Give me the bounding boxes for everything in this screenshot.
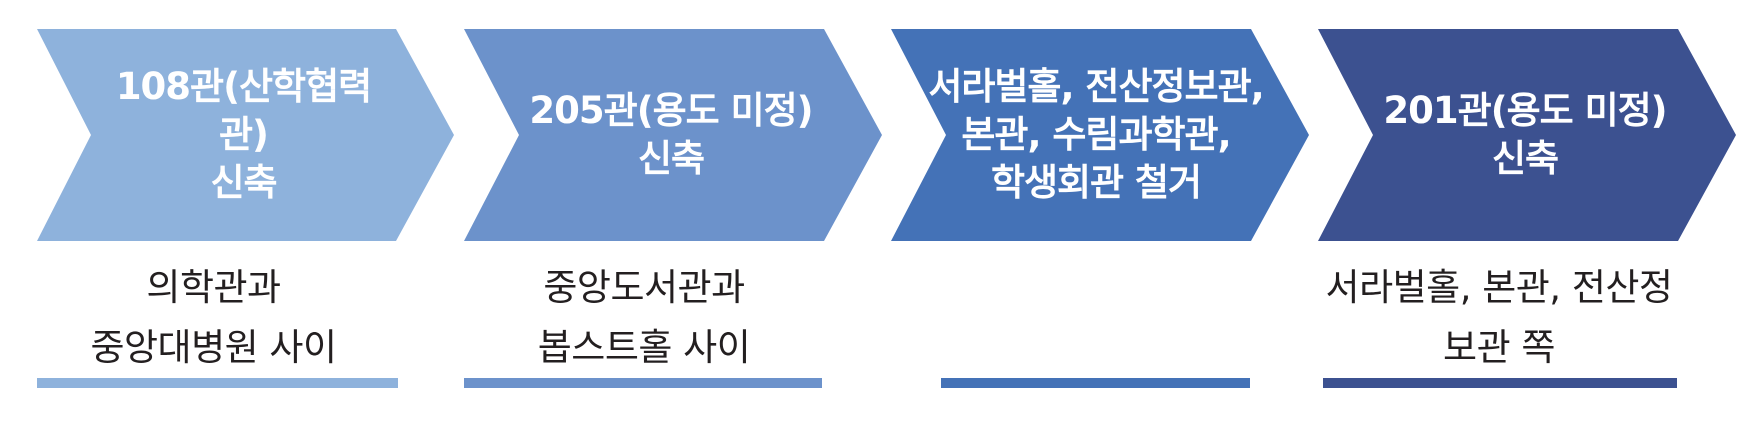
step-4-title-line-1: 201관(용도 미정) [1383,89,1667,132]
step-4-location-line-1: 서라벌홀, 본관, 전산정 [1325,266,1673,309]
step-3-title-line-1: 서라벌홀, 전산정보관, [928,65,1264,108]
step-1-underline [37,378,398,388]
step-4-title: 201관(용도 미정) 신축 [1376,29,1674,241]
step-2-title-line-1: 205관(용도 미정) [529,89,813,132]
step-3-title-line-2: 본관, 수림과학관, [961,113,1231,156]
step-2-location-line-2: 봅스트홀 사이 [537,326,751,369]
step-3-chevron-shape [891,29,1309,241]
step-2-title: 205관(용도 미정) 신축 [522,29,820,241]
step-1-title-line-2: 신축 [210,161,277,204]
step-4-location-line-2: 보관 쪽 [1443,326,1555,369]
step-3-chevron: 서라벌홀, 전산정보관, 본관, 수림과학관, 학생회관 철거 [891,29,1309,241]
step-2-title-line-2: 신축 [637,137,705,180]
step-3-title: 서라벌홀, 전산정보관, 본관, 수림과학관, 학생회관 철거 [921,29,1271,241]
step-1-chevron-shape [37,29,454,241]
step-2-chevron: 205관(용도 미정) 신축 [464,29,882,241]
step-4-underline [1323,378,1677,388]
step-1-title: 108관(산학협력관) 신축 [95,29,392,241]
step-1-location-line-1: 의학관과 [146,266,281,309]
step-1-location-line-2: 중앙대병원 사이 [90,326,337,369]
step-4-title-line-2: 신축 [1491,137,1559,180]
step-4-chevron-shape [1318,29,1736,241]
step-4-location: 서라벌홀, 본관, 전산정 보관 쪽 [1318,258,1680,378]
step-1-title-line-1: 108관(산학협력관) [115,65,372,156]
step-3-title-line-3: 학생회관 철거 [990,161,1202,204]
step-3-underline [941,378,1250,388]
step-2-underline [464,378,822,388]
step-2-chevron-shape [464,29,882,241]
step-4-chevron: 201관(용도 미정) 신축 [1318,29,1736,241]
step-2-location-line-1: 중앙도서관과 [543,266,745,309]
step-2-location: 중앙도서관과 봅스트홀 사이 [464,258,824,378]
step-1-chevron: 108관(산학협력관) 신축 [37,29,454,241]
step-1-location: 의학관과 중앙대병원 사이 [37,258,390,378]
